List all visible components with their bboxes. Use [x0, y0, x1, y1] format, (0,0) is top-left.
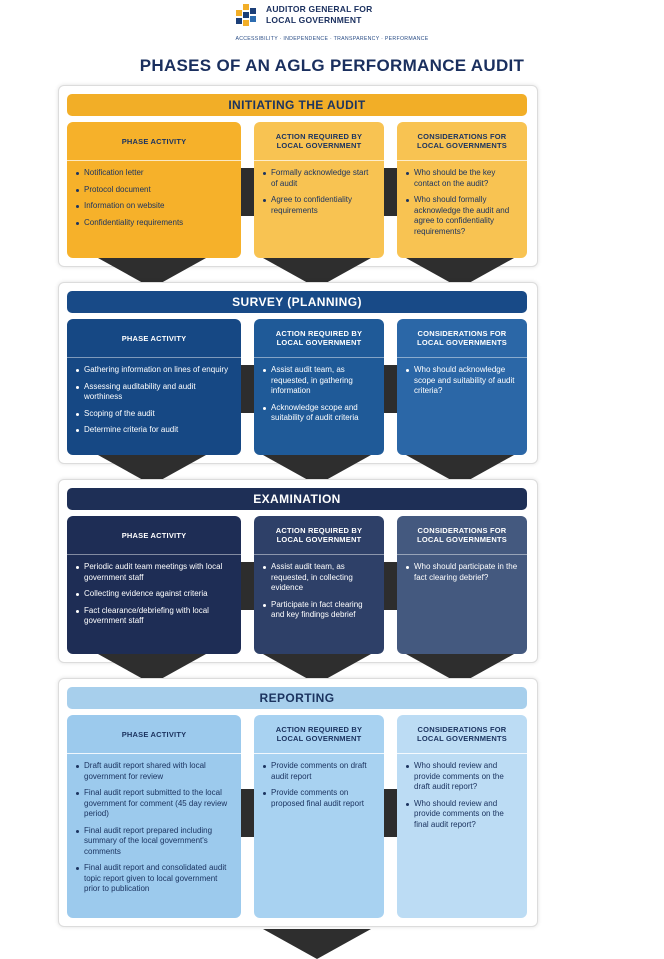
- list-item: Periodic audit team meetings with local …: [76, 562, 232, 583]
- list-item: Assist audit team, as requested, in coll…: [263, 562, 375, 594]
- divider: [67, 554, 241, 555]
- phase-activity-card: PHASE ACTIVITY Periodic audit team meeti…: [67, 516, 241, 654]
- divider: [67, 160, 241, 161]
- divider: [397, 357, 527, 358]
- card-heading: CONSIDERATIONS FOR LOCAL GOVERNMENTS: [417, 132, 507, 150]
- tagline: ACCESSIBILITY · INDEPENDENCE · TRANSPARE…: [235, 36, 429, 42]
- phase-activity-card: PHASE ACTIVITY Gathering information on …: [67, 319, 241, 455]
- card-heading: PHASE ACTIVITY: [121, 333, 187, 343]
- card-heading: PHASE ACTIVITY: [121, 530, 187, 540]
- phase-banner: INITIATING THE AUDIT: [67, 94, 527, 116]
- phase-survey: SURVEY (PLANNING) PHASE ACTIVITY Gatheri…: [58, 282, 538, 464]
- connector: [241, 365, 255, 413]
- action-required-card: ACTION REQUIRED BY LOCAL GOVERNMENT Assi…: [254, 319, 384, 455]
- list-item: Agree to confidentiality requirements: [263, 195, 375, 216]
- list-item: Assessing auditability and audit worthin…: [76, 382, 232, 403]
- header: AUDITOR GENERAL FOR LOCAL GOVERNMENT ACC…: [0, 0, 664, 48]
- list-item: Fact clearance/debriefing with local gov…: [76, 606, 232, 627]
- divider: [397, 160, 527, 161]
- list-item: Protocol document: [76, 185, 232, 196]
- list-item: Final audit report prepared including su…: [76, 826, 232, 858]
- list-item: Acknowledge scope and suitability of aud…: [263, 403, 375, 424]
- card-heading: CONSIDERATIONS FOR LOCAL GOVERNMENTS: [417, 725, 507, 743]
- divider: [397, 554, 527, 555]
- phase-banner: EXAMINATION: [67, 488, 527, 510]
- action-required-card: ACTION REQUIRED BY LOCAL GOVERNMENT Prov…: [254, 715, 384, 918]
- connector: [384, 168, 398, 216]
- card-heading: PHASE ACTIVITY: [121, 136, 187, 146]
- list-item: Who should review and provide comments o…: [406, 799, 518, 831]
- list-item: Determine criteria for audit: [76, 425, 232, 436]
- considerations-card: CONSIDERATIONS FOR LOCAL GOVERNMENTS Who…: [397, 319, 527, 455]
- connector: [241, 562, 255, 610]
- card-heading: PHASE ACTIVITY: [121, 729, 187, 739]
- flow-arrows: [58, 929, 536, 959]
- list-item: Assist audit team, as requested, in gath…: [263, 365, 375, 397]
- divider: [254, 554, 384, 555]
- considerations-card: CONSIDERATIONS FOR LOCAL GOVERNMENTS Who…: [397, 122, 527, 258]
- action-required-card: ACTION REQUIRED BY LOCAL GOVERNMENT Assi…: [254, 516, 384, 654]
- phase-examination: EXAMINATION PHASE ACTIVITY Periodic audi…: [58, 479, 538, 663]
- card-heading: ACTION REQUIRED BY LOCAL GOVERNMENT: [275, 132, 363, 150]
- page-title: PHASES OF AN AGLG PERFORMANCE AUDIT: [139, 56, 525, 75]
- phase-activity-card: PHASE ACTIVITY Draft audit report shared…: [67, 715, 241, 918]
- list-item: Who should participate in the fact clear…: [406, 562, 518, 583]
- list-item: Scoping of the audit: [76, 409, 232, 420]
- action-required-card: ACTION REQUIRED BY LOCAL GOVERNMENT Form…: [254, 122, 384, 258]
- phase-activity-card: PHASE ACTIVITY Notification letter Proto…: [67, 122, 241, 258]
- divider: [67, 357, 241, 358]
- phase-banner: REPORTING: [67, 687, 527, 709]
- considerations-card: CONSIDERATIONS FOR LOCAL GOVERNMENTS Who…: [397, 516, 527, 654]
- phase-reporting: REPORTING PHASE ACTIVITY Draft audit rep…: [58, 678, 538, 927]
- phase-initiating: INITIATING THE AUDIT PHASE ACTIVITY Noti…: [58, 85, 538, 267]
- connector: [241, 168, 255, 216]
- card-heading: CONSIDERATIONS FOR LOCAL GOVERNMENTS: [417, 329, 507, 347]
- list-item: Provide comments on proposed final audit…: [263, 788, 375, 809]
- connector: [384, 562, 398, 610]
- card-heading: ACTION REQUIRED BY LOCAL GOVERNMENT: [275, 725, 363, 743]
- org-name: AUDITOR GENERAL FOR LOCAL GOVERNMENT: [266, 4, 373, 25]
- list-item: Participate in fact clearing and key fin…: [263, 600, 375, 621]
- list-item: Final audit report submitted to the loca…: [76, 788, 232, 820]
- connector: [384, 365, 398, 413]
- list-item: Who should acknowledge scope and suitabi…: [406, 365, 518, 397]
- list-item: Gathering information on lines of enquir…: [76, 365, 232, 376]
- divider: [397, 753, 527, 754]
- considerations-card: CONSIDERATIONS FOR LOCAL GOVERNMENTS Who…: [397, 715, 527, 918]
- divider: [254, 753, 384, 754]
- card-heading: ACTION REQUIRED BY LOCAL GOVERNMENT: [275, 329, 363, 347]
- list-item: Information on website: [76, 201, 232, 212]
- card-heading: ACTION REQUIRED BY LOCAL GOVERNMENT: [275, 526, 363, 544]
- list-item: Draft audit report shared with local gov…: [76, 761, 232, 782]
- list-item: Provide comments on draft audit report: [263, 761, 375, 782]
- connector: [384, 789, 398, 837]
- list-item: Confidentiality requirements: [76, 218, 232, 229]
- divider: [67, 753, 241, 754]
- divider: [254, 160, 384, 161]
- list-item: Who should formally acknowledge the audi…: [406, 195, 518, 237]
- divider: [254, 357, 384, 358]
- card-heading: CONSIDERATIONS FOR LOCAL GOVERNMENTS: [417, 526, 507, 544]
- logo-icon: [236, 4, 256, 26]
- down-arrow-icon: [263, 929, 371, 959]
- list-item: Who should review and provide comments o…: [406, 761, 518, 793]
- list-item: Final audit report and consolidated audi…: [76, 863, 232, 895]
- list-item: Notification letter: [76, 168, 232, 179]
- list-item: Collecting evidence against criteria: [76, 589, 232, 600]
- list-item: Who should be the key contact on the aud…: [406, 168, 518, 189]
- list-item: Formally acknowledge start of audit: [263, 168, 375, 189]
- phase-banner: SURVEY (PLANNING): [67, 291, 527, 313]
- connector: [241, 789, 255, 837]
